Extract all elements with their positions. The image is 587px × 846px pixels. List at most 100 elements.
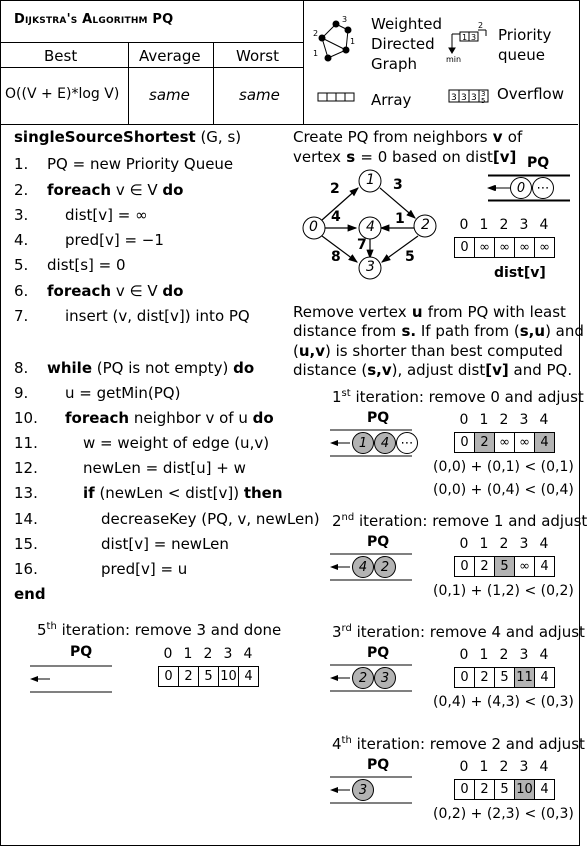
edge-weight-0-1: 2 (330, 181, 340, 197)
index-label: 4 (539, 412, 549, 428)
index-label: 4 (539, 536, 549, 552)
graph-node-1: 1 (366, 172, 375, 188)
iteration-title: 4th iteration: remove 2 and adjust (332, 735, 585, 753)
pq-item: 1 (352, 432, 374, 454)
code-signature: singleSourceShortest (G, s) (14, 128, 241, 146)
edge-weight-1-2: 3 (393, 177, 403, 193)
line-number: 1. (14, 155, 29, 173)
iteration-pq-label: PQ (367, 410, 390, 426)
keyword: do (162, 282, 184, 300)
final-pq-label: PQ (70, 644, 93, 660)
ordinal-suffix: st (341, 388, 351, 399)
col-best: Best (44, 47, 78, 65)
index-label: 4 (539, 217, 549, 233)
desc-line-2: distance from s. If path from (s,u) and (293, 322, 584, 340)
index-label: 1 (183, 646, 193, 662)
worst-value: same (239, 86, 280, 104)
index-label: 1 (479, 759, 489, 775)
svg-text:5: 5 (481, 97, 485, 105)
code-line: while (PQ is not empty) do (47, 359, 255, 377)
card-title: Dijkstra's Algorithm PQ (14, 12, 174, 27)
iteration-pq-label: PQ (367, 645, 390, 661)
pq-item: ⋯ (532, 177, 554, 199)
best-value: O((V + E)*log V) (5, 86, 120, 102)
index-label: 0 (459, 759, 469, 775)
dist-cell: 4 (238, 666, 259, 687)
pq-item: ⋯ (396, 432, 418, 454)
edge-weight-0-3: 8 (331, 249, 341, 265)
final-title: 5th iteration: remove 3 and done (37, 621, 282, 639)
iteration-note: (0,0) + (0,4) < (0,4) (433, 482, 574, 498)
ordinal-suffix: th (341, 735, 352, 746)
legend-pq-label-1: Priority (498, 26, 552, 44)
line-number: 15. (14, 535, 38, 553)
pq-item: 4 (374, 432, 396, 454)
line-number: 6. (14, 282, 29, 300)
index-label: 0 (163, 646, 173, 662)
graph-nodes (302, 169, 437, 280)
svg-text:3: 3 (461, 93, 467, 103)
edge-weight-4-3: 7 (357, 237, 367, 253)
iteration-title: 2nd iteration: remove 1 and adjust (332, 512, 587, 530)
code-line: dist[v] = newLen (101, 535, 229, 553)
col-average: Average (139, 47, 201, 65)
code-line: if (newLen < dist[v]) then (83, 484, 283, 502)
dist-cell: 4 (534, 556, 555, 577)
svg-text:1: 1 (350, 37, 355, 46)
desc-line-3: (u,v) is shorter than best computed (293, 342, 563, 360)
svg-text:2: 2 (313, 29, 318, 38)
code-line: foreach v ∈ V do (47, 181, 184, 199)
line-number: 5. (14, 256, 29, 274)
iteration-title: 1st iteration: remove 0 and adjust (332, 388, 584, 406)
edge-weight-2-3: 5 (405, 249, 415, 265)
ordinal-suffix: th (46, 621, 57, 632)
line-number: 3. (14, 206, 29, 224)
code-line: foreach neighbor v of u do (65, 409, 274, 427)
graph-node-4: 4 (366, 219, 375, 235)
dist-cell: 2 (474, 432, 495, 453)
intro-line-2: vertex s = 0 based on dist[v] (293, 148, 517, 166)
col-worst: Worst (236, 47, 279, 65)
keyword: do (252, 409, 274, 427)
desc-line-4: distance (s,v), adjust dist[v] and PQ. (293, 361, 573, 379)
code-line: dist[s] = 0 (47, 256, 126, 274)
pq-item: 0 (510, 177, 532, 199)
keyword: do (162, 181, 184, 199)
legend-array-label: Array (371, 91, 412, 109)
index-label: 0 (459, 217, 469, 233)
intro-pq-label: PQ (527, 155, 550, 171)
code-line: newLen = dist[u] + w (83, 459, 246, 477)
index-label: 2 (499, 647, 509, 663)
index-label: 1 (479, 412, 489, 428)
index-label: 3 (519, 647, 529, 663)
graph-edges (321, 187, 419, 263)
dist-cell: 10 (218, 666, 239, 687)
svg-text:3: 3 (481, 90, 485, 98)
code-line: u = getMin(PQ) (65, 384, 181, 402)
code-line: PQ = new Priority Queue (47, 155, 234, 173)
pq-item: 2 (352, 667, 374, 689)
svg-text:2: 2 (478, 21, 483, 30)
edge-weight-2-4: 1 (395, 211, 405, 227)
keyword: while (47, 359, 92, 377)
dist-cell: 4 (534, 432, 555, 453)
ordinal-suffix: nd (341, 512, 355, 523)
index-label: 3 (223, 646, 233, 662)
dist-array: 0∞∞∞∞ (454, 237, 555, 258)
dist-cell: 11 (514, 667, 535, 688)
code-line: decreaseKey (PQ, v, newLen) (101, 510, 320, 528)
graph-node-3: 3 (366, 259, 375, 275)
index-label: 4 (243, 646, 253, 662)
svg-text:3: 3 (471, 93, 477, 103)
index-label: 1 (479, 536, 489, 552)
